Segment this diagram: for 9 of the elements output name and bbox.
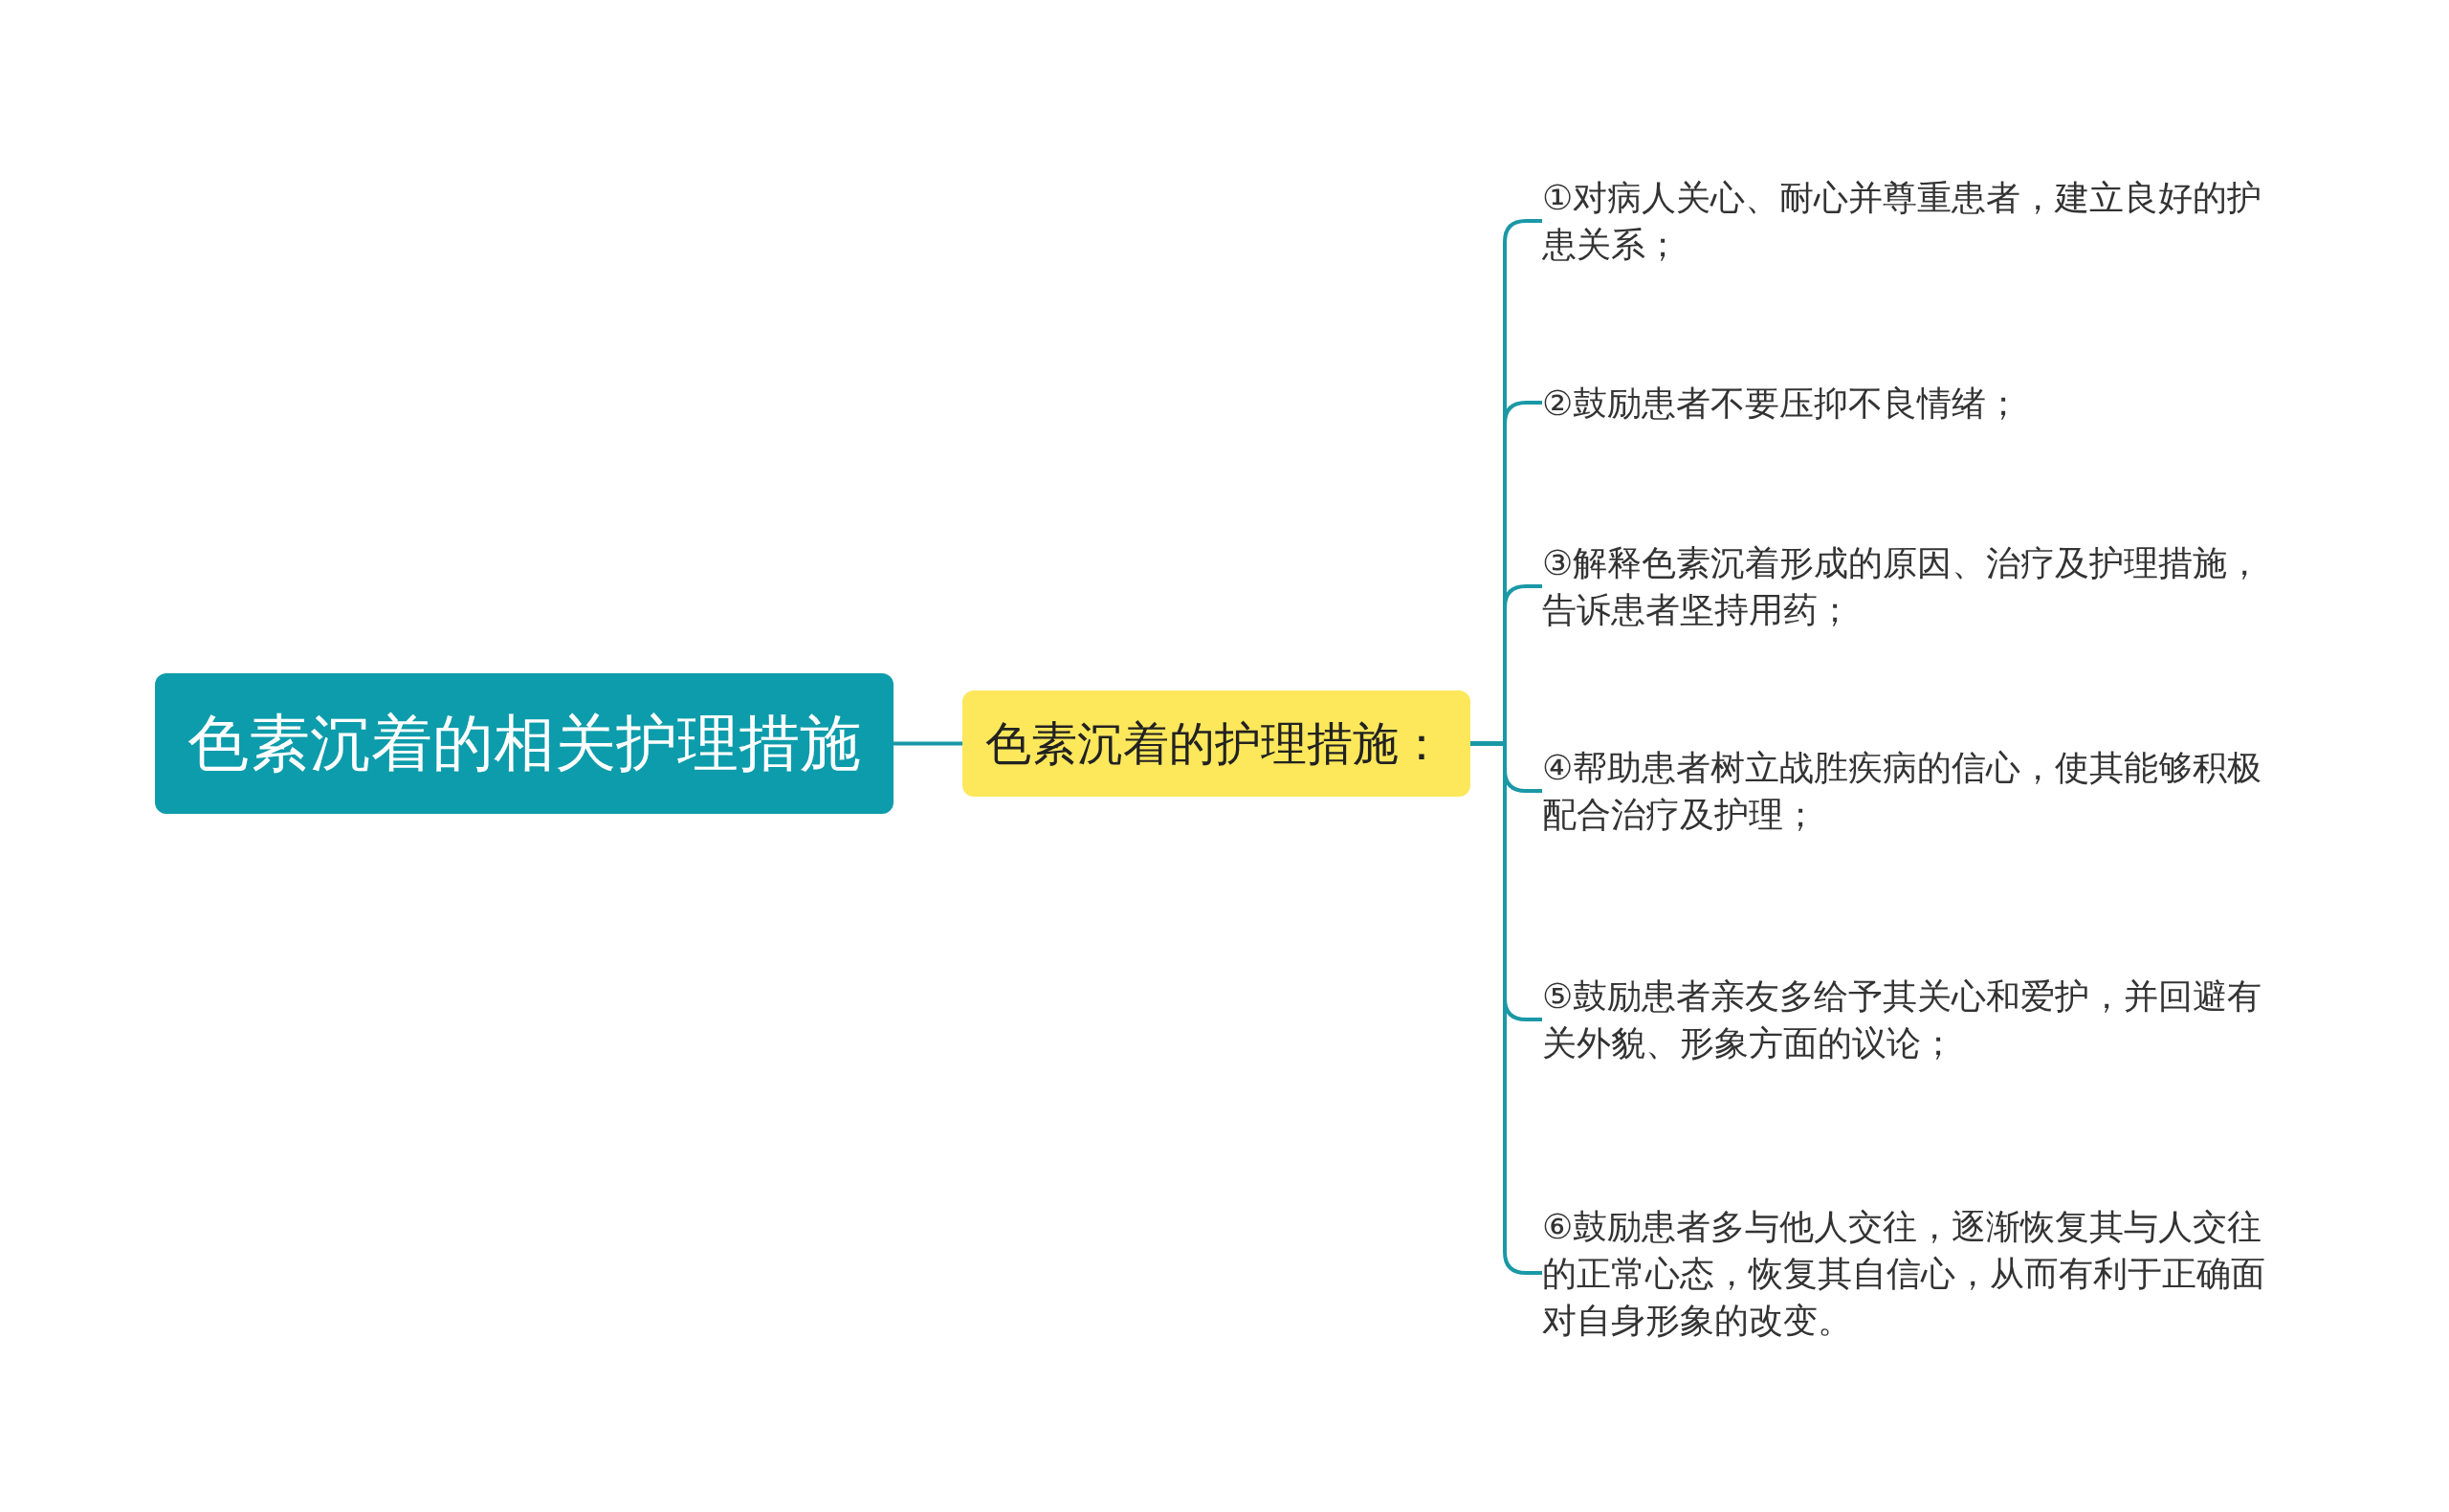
leaf-text: ④帮助患者树立战胜疾病的信心，使其能够积极配合治疗及护理； bbox=[1542, 738, 2288, 844]
leaf-text: ①对病人关心、耐心并尊重患者，建立良好的护患关系； bbox=[1542, 168, 2288, 274]
leaf-text: ②鼓励患者不要压抑不良情绪； bbox=[1542, 374, 2288, 431]
topic-box: 色素沉着的相关护理措施 bbox=[155, 673, 894, 814]
leaf-text: ③解释色素沉着形成的原因、治疗及护理措施，告诉患者坚持用药； bbox=[1542, 534, 2288, 639]
leaf-text: ⑤鼓励患者亲友多给予其关心和爱护，并回避有关外貌、形象方面的议论； bbox=[1542, 945, 2288, 1094]
subtopic-box: 色素沉着的护理措施： bbox=[962, 690, 1470, 797]
connector-line bbox=[894, 741, 962, 746]
leaf-text: ⑥鼓励患者多与他人交往，逐渐恢复其与人交往的正常心态，恢复其自信心，从而有利于正确面对自身形象的改变。 bbox=[1542, 1197, 2288, 1348]
